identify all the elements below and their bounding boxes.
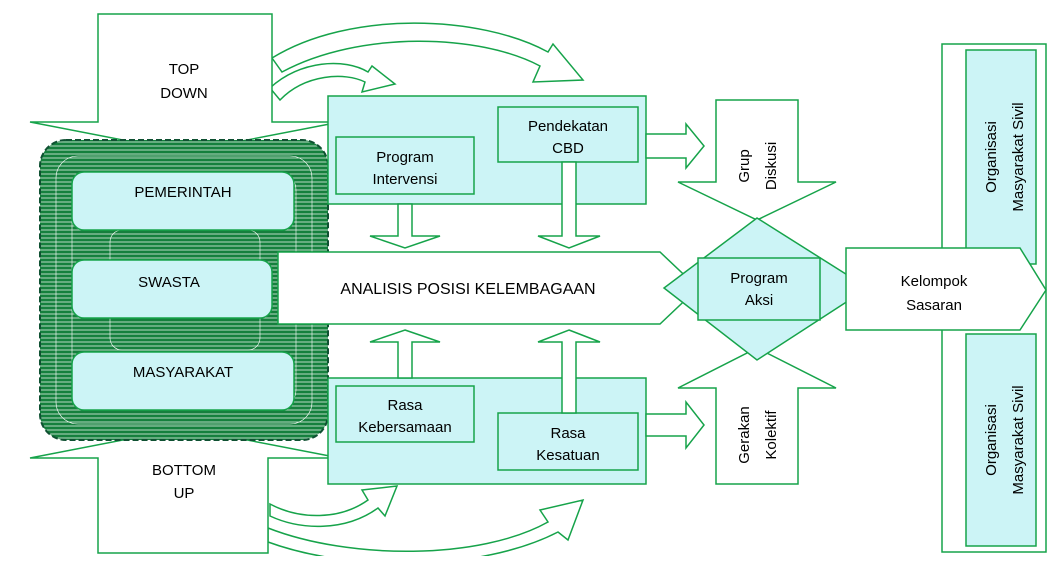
- arrow-to-gerakan-kolektif: [645, 399, 705, 451]
- arrow-to-grup-diskusi: [645, 121, 705, 171]
- bottom-up-label-line1: BOTTOM: [152, 462, 216, 479]
- pendekatan-cbd-box: [497, 106, 639, 163]
- civil-society-column: Organisasi Masyarakat Sivil Organisasi M…: [941, 43, 1047, 553]
- masyarakat-box: MASYARAKAT: [71, 351, 295, 411]
- oms-bottom-line1: Organisasi: [983, 404, 1000, 476]
- swasta-label: SWASTA: [138, 274, 200, 291]
- pemerintah-box: PEMERINTAH: [71, 171, 295, 231]
- masyarakat-label: MASYARAKAT: [133, 364, 233, 381]
- curved-arrow-top-inner: [268, 62, 397, 102]
- rasa-kesatuan-box: [497, 412, 639, 471]
- top-down-arrow: TOP DOWN: [29, 13, 341, 153]
- analisis-arrow: ANALISIS POSISI KELEMBAGAAN: [277, 251, 700, 325]
- kelompok-sasaran-arrow: Kelompok Sasaran: [845, 247, 1047, 331]
- rasa-kesatuan-line1: Rasa: [550, 425, 586, 442]
- rasa-kebersamaan-line1: Rasa: [387, 397, 423, 414]
- gerakan-kolektif-line1: Gerakan: [736, 406, 753, 464]
- rasa-kebersamaan-line2: Kebersamaan: [358, 419, 451, 436]
- down-arrow-right: [537, 161, 601, 249]
- pemerintah-label: PEMERINTAH: [134, 184, 231, 201]
- top-down-label-line1: TOP: [169, 61, 200, 78]
- program-aksi-line2: Aksi: [745, 292, 773, 309]
- oms-bottom-line2: Masyarakat Sivil: [1010, 385, 1027, 494]
- program-intervensi-box: [335, 136, 475, 195]
- curved-arrow-top-outer: [270, 22, 585, 83]
- bottom-up-label-line2: UP: [174, 485, 195, 502]
- pendekatan-cbd-line2: CBD: [552, 140, 584, 157]
- curved-arrow-bottom-inner: [269, 485, 399, 528]
- oms-top-line1: Organisasi: [983, 121, 1000, 193]
- swasta-box: SWASTA: [71, 259, 273, 319]
- oms-top-box: [965, 49, 1037, 265]
- oms-bottom-box: [965, 333, 1037, 547]
- kelompok-sasaran-line2: Sasaran: [906, 297, 962, 314]
- up-arrow-left: [369, 329, 441, 379]
- oms-top-line2: Masyarakat Sivil: [1010, 102, 1027, 211]
- pendekatan-cbd-line1: Pendekatan: [528, 118, 608, 135]
- program-aksi-box: [697, 257, 821, 321]
- program-intervensi-line1: Program: [376, 149, 434, 166]
- rasa-kesatuan-line2: Kesatuan: [536, 447, 599, 464]
- cohesion-panel: Rasa Kebersamaan Rasa Kesatuan: [327, 377, 647, 485]
- kelompok-sasaran-line1: Kelompok: [901, 273, 968, 290]
- curved-arrow-bottom-outer: [267, 498, 585, 561]
- program-intervensi-line2: Intervensi: [372, 171, 437, 188]
- gerakan-kolektif-line2: Kolektif: [763, 410, 780, 460]
- rasa-kebersamaan-box: [335, 385, 475, 443]
- grup-diskusi-line2: Diskusi: [763, 142, 780, 190]
- program-aksi-diamond: Program Aksi: [662, 217, 870, 361]
- analisis-label: ANALISIS POSISI KELEMBAGAAN: [340, 281, 595, 298]
- intervention-panel: Program Intervensi Pendekatan CBD: [327, 95, 647, 205]
- grup-diskusi-arrow: Grup Diskusi: [677, 99, 837, 221]
- down-arrow-left: [369, 203, 441, 249]
- top-down-label-line2: DOWN: [160, 85, 208, 102]
- bottom-up-arrow: BOTTOM UP: [29, 427, 341, 554]
- gerakan-kolektif-arrow: Gerakan Kolektif: [677, 347, 837, 485]
- grup-diskusi-line1: Grup: [736, 149, 753, 182]
- up-arrow-right: [537, 329, 601, 414]
- program-aksi-line1: Program: [730, 270, 788, 287]
